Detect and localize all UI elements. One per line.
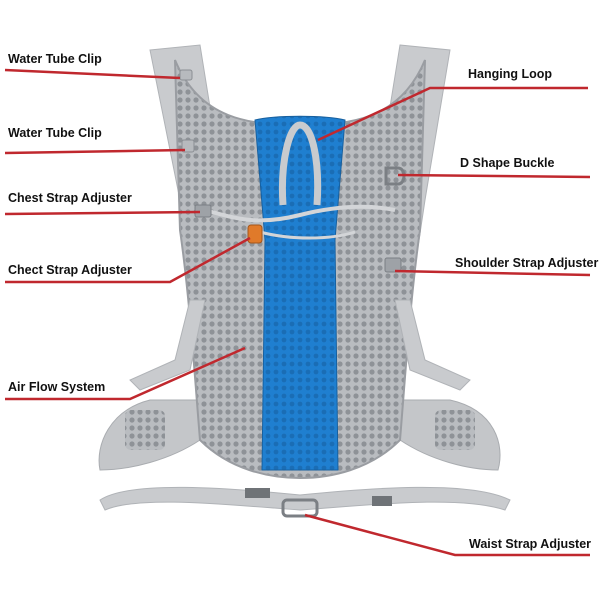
blue-center-panel — [254, 115, 346, 471]
hanging-loop — [278, 121, 322, 206]
backpack-illustration — [98, 44, 511, 518]
leader-shoulder-strap-adjuster — [394, 269, 591, 277]
label-shoulder-strap-adjuster: Shoulder Strap Adjuster — [455, 256, 598, 270]
leader-d-shape-buckle — [397, 173, 591, 179]
chest-strap-lower — [259, 230, 356, 240]
label-air-flow-system: Air Flow System — [8, 380, 105, 394]
label-chest-strap-adjuster: Chest Strap Adjuster — [8, 191, 132, 205]
label-chect-strap-adjuster: Chect Strap Adjuster — [8, 263, 132, 277]
label-hanging-loop: Hanging Loop — [468, 67, 552, 81]
side-strap-left — [129, 299, 206, 391]
waist-buckle — [281, 498, 319, 518]
hip-mesh-left — [125, 410, 165, 450]
leader-hanging-loop — [317, 86, 588, 142]
label-waist-strap-adjuster: Waist Strap Adjuster — [469, 537, 591, 551]
shoulder-adjuster-right-clip — [384, 257, 402, 273]
leader-air-flow-system — [5, 346, 246, 401]
d-shape-buckle — [384, 166, 406, 186]
chest-buckle — [247, 224, 263, 244]
water-tube-clip-top — [179, 69, 193, 81]
waist-strap-tab-right — [372, 496, 392, 506]
water-tube-clip-mid — [181, 139, 195, 153]
label-water-tube-clip-1: Water Tube Clip — [8, 52, 102, 66]
leader-water-tube-clip-1 — [4, 68, 181, 80]
waist-strap-tab-left — [245, 488, 270, 498]
label-water-tube-clip-2: Water Tube Clip — [8, 126, 102, 140]
leader-waist-strap-adjuster — [304, 513, 590, 557]
leader-chest-strap-adjuster — [4, 210, 201, 216]
chest-strap — [204, 204, 396, 223]
side-strap-right — [394, 299, 471, 391]
leader-water-tube-clip-2 — [4, 148, 186, 155]
leader-lines — [4, 68, 591, 557]
leader-chect-strap-adjuster — [5, 236, 251, 284]
hip-mesh-right — [435, 410, 475, 450]
label-d-shape-buckle: D Shape Buckle — [460, 156, 555, 170]
